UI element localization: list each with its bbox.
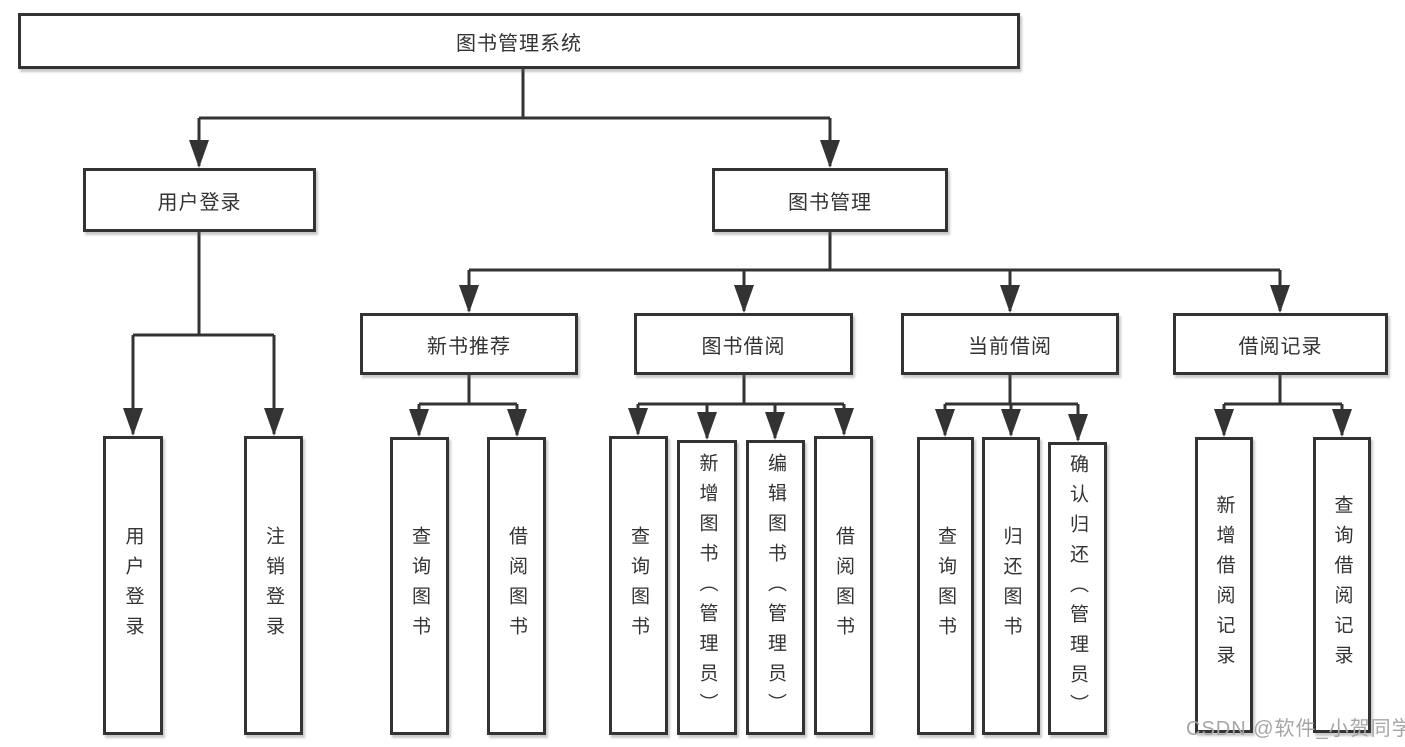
connector-root-to-level2 (197, 69, 832, 166)
arrow-down-icon (765, 412, 785, 440)
leaf-confirm-return-admin: 确认归还（管理员） (1048, 442, 1107, 735)
arrow-down-icon (507, 409, 527, 437)
node-book-management-system: 图书管理系统 (18, 13, 1020, 69)
arrow-down-icon (628, 408, 648, 436)
arrow-down-icon (409, 409, 429, 437)
leaf-add-books-admin: 新增图书（管理员） (677, 440, 737, 735)
arrow-down-icon (1068, 414, 1088, 442)
arrow-down-icon (1000, 285, 1020, 313)
node-current-borrow: 当前借阅 (901, 313, 1119, 375)
arrow-down-icon (820, 140, 840, 168)
leaf-edit-books-admin: 编辑图书（管理员） (746, 440, 805, 735)
arrow-down-icon (1332, 409, 1352, 437)
leaf-logout: 注销登录 (244, 436, 303, 735)
arrow-down-icon (1001, 409, 1021, 437)
connector-book-mgmt-to-level3 (467, 232, 1282, 311)
arrow-down-icon (459, 285, 479, 313)
arrow-down-icon (734, 285, 754, 313)
arrow-down-icon (189, 140, 209, 168)
node-book-borrow: 图书借阅 (634, 313, 853, 375)
arrow-down-icon (1270, 285, 1290, 313)
arrow-down-icon (1214, 409, 1234, 437)
connector-book-borrow-group (636, 375, 846, 438)
node-user-login: 用户登录 (83, 168, 316, 232)
arrow-down-icon (264, 408, 284, 436)
arrow-down-icon (935, 409, 955, 437)
arrowheads (123, 140, 1352, 442)
arrow-down-icon (697, 412, 717, 440)
leaf-user-login: 用户登录 (103, 436, 163, 735)
connector-borrow-record-group (1222, 375, 1344, 435)
leaf-add-borrow-record: 新增借阅记录 (1195, 437, 1253, 733)
node-new-book-recommend: 新书推荐 (360, 313, 578, 375)
leaf-return-books: 归还图书 (982, 437, 1040, 735)
leaf-borrow-books: 借阅图书 (814, 436, 873, 735)
node-book-management: 图书管理 (712, 168, 948, 232)
arrow-down-icon (123, 408, 143, 436)
leaf-query-books-recommend: 查询图书 (390, 437, 449, 735)
leaf-query-books-current: 查询图书 (917, 437, 974, 735)
watermark: CSDN @软件_小贺同学 (1186, 718, 1405, 740)
connector-user-login-group (131, 232, 276, 434)
arrow-down-icon (834, 408, 854, 436)
leaf-borrow-books-recommend: 借阅图书 (487, 437, 546, 735)
node-borrow-records: 借阅记录 (1173, 313, 1388, 375)
leaf-query-books-borrow: 查询图书 (609, 436, 668, 735)
leaf-query-borrow-record: 查询借阅记录 (1313, 437, 1371, 733)
connector-new-book-group (417, 375, 519, 435)
